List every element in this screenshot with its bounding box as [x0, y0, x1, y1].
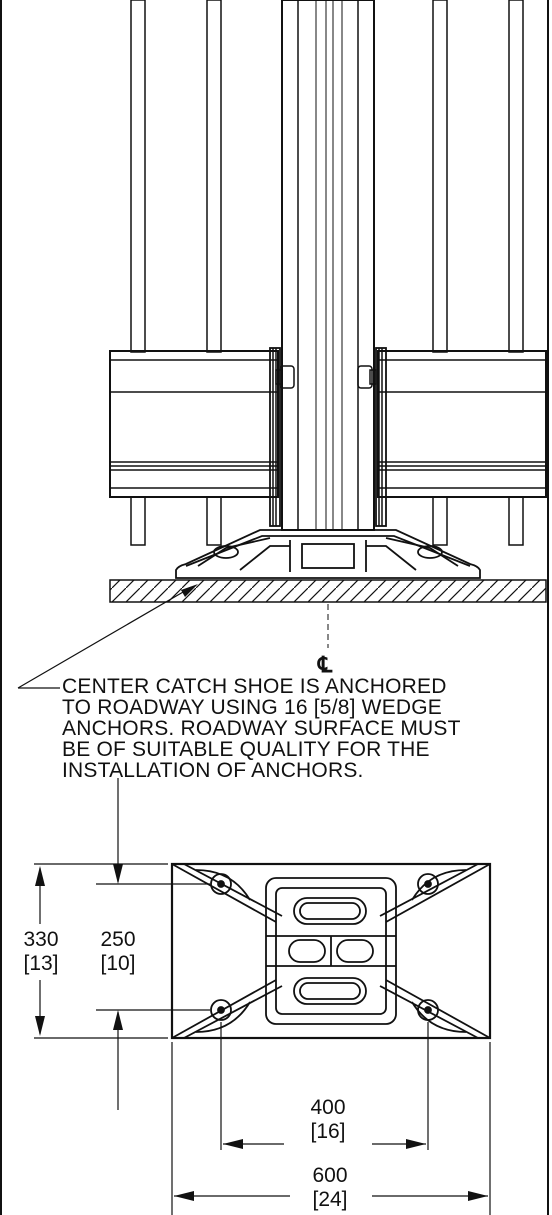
anchor-hole — [417, 999, 439, 1021]
catch-shoe-elevation — [175, 529, 481, 579]
note-line: TO ROADWAY USING 16 [5/8] WEDGE — [62, 696, 443, 719]
dim-overall-height: 330 [13] — [23, 928, 59, 975]
slot-bottom — [293, 977, 367, 1005]
post-stub — [508, 496, 524, 546]
slot-mid-right — [336, 939, 374, 963]
right-beam — [375, 347, 547, 527]
post-stub — [432, 496, 448, 546]
plan-view — [170, 862, 492, 1040]
center-column — [281, 0, 375, 531]
installation-note: CENTER CATCH SHOE IS ANCHORED TO ROADWAY… — [62, 676, 542, 781]
bolt-left — [275, 365, 295, 389]
post-right-outer — [508, 0, 524, 353]
dim-anchor-height: 250 [10] — [100, 928, 136, 975]
slot-mid-left — [288, 939, 326, 963]
post-stub — [206, 496, 222, 546]
slot-top — [293, 897, 367, 925]
roadway-slab — [109, 579, 547, 603]
bolt-right — [357, 365, 377, 389]
note-line: INSTALLATION OF ANCHORS. — [62, 759, 364, 782]
note-line: BE OF SUITABLE QUALITY FOR THE — [62, 738, 430, 761]
post-stub — [130, 496, 146, 546]
shoe-outline — [170, 862, 492, 1040]
note-line: ANCHORS. ROADWAY SURFACE MUST — [62, 717, 461, 740]
dimension-lines — [34, 778, 491, 1215]
anchor-hole — [417, 873, 439, 895]
post-right-inner — [432, 0, 448, 353]
elevation-view — [109, 0, 547, 648]
note-leader — [17, 584, 198, 689]
anchor-hole — [210, 873, 232, 895]
anchor-hole — [210, 999, 232, 1021]
dim-overall-width: 600 [24] — [312, 1164, 348, 1211]
note-line: CENTER CATCH SHOE IS ANCHORED — [62, 675, 447, 698]
post-left-outer — [130, 0, 146, 353]
centerline-symbol: ℄ — [318, 652, 333, 677]
post-left-inner — [206, 0, 222, 353]
left-beam — [109, 347, 281, 527]
dim-anchor-width: 400 [16] — [310, 1096, 346, 1143]
